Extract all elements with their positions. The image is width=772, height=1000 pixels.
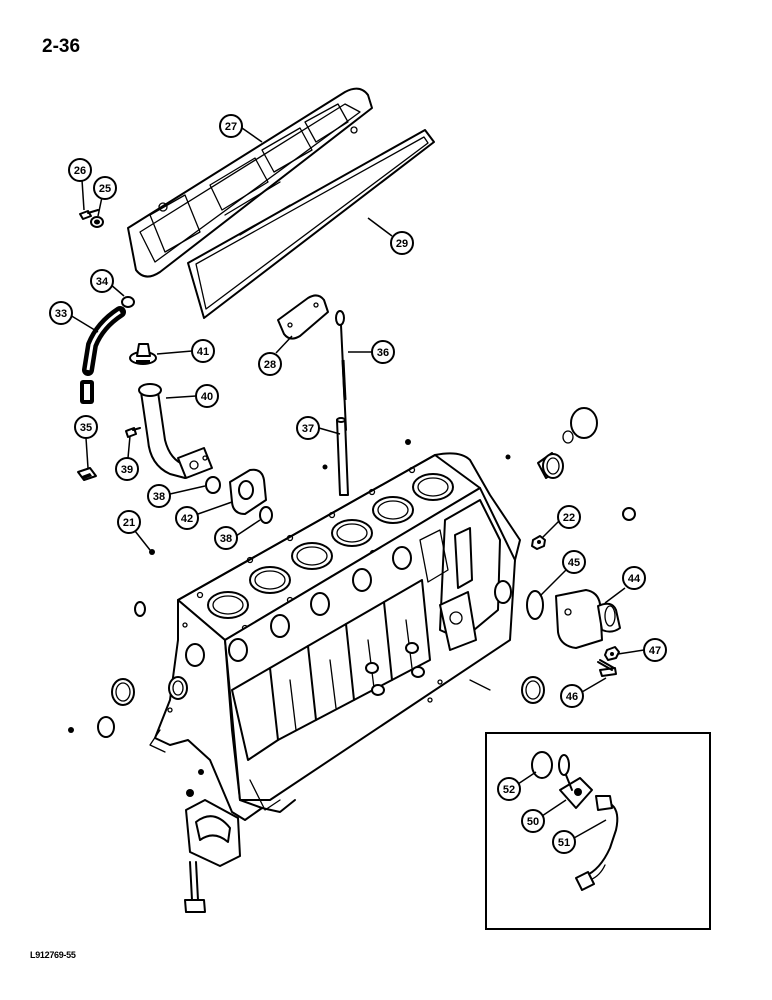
dipstick [335,310,347,431]
callout-35: 35 [74,415,98,439]
plug-set [68,439,511,775]
rear-bushing [521,676,545,704]
svg-text:34: 34 [96,276,109,288]
cylinder-bores [207,473,454,619]
hose-clip [77,467,97,481]
svg-text:28: 28 [264,359,276,371]
o-ring-upper [205,476,221,494]
engine-block [149,452,521,821]
access-cover-plate [277,294,329,340]
cam-bushing-upper [562,407,598,444]
side-plug [134,601,146,617]
svg-text:33: 33 [55,308,67,320]
valve-cover-gasket [187,129,435,319]
callout-25: 25 [93,176,117,200]
tube-bolt [125,427,141,438]
callout-33: 33 [49,301,73,325]
main-bearing-cap [185,789,241,867]
bolt-46 [597,659,617,677]
o-ring-lower [259,506,273,524]
svg-text:42: 42 [181,513,193,525]
callout-46: 46 [560,684,584,708]
svg-text:27: 27 [225,121,237,133]
front-bushing [111,678,135,706]
callout-29: 29 [390,231,414,255]
callout-40: 40 [195,384,219,408]
callout-39: 39 [115,457,139,481]
svg-text:45: 45 [568,557,580,569]
callout-45: 45 [562,550,586,574]
main-bearing-bolt [184,861,206,913]
o-ring-45 [526,590,544,620]
callout-47: 47 [643,638,667,662]
svg-text:40: 40 [201,391,213,403]
welch-plug-right [622,507,636,521]
svg-text:50: 50 [527,816,539,828]
svg-text:51: 51 [558,837,570,849]
callout-26: 26 [68,158,92,182]
dipstick-tube [336,417,349,496]
svg-text:47: 47 [649,645,661,657]
filler-adapter [229,468,267,515]
svg-text:22: 22 [563,512,575,524]
oil-filler-cap [129,343,157,365]
callout-44: 44 [622,566,646,590]
callout-52: 52 [497,777,521,801]
svg-text:38: 38 [153,491,165,503]
callout-22: 22 [557,505,581,529]
svg-text:25: 25 [99,183,111,195]
svg-text:46: 46 [566,691,578,703]
callout-37: 37 [296,416,320,440]
block-heater-inset [485,732,711,930]
callout-51: 51 [552,830,576,854]
callout-21: 21 [117,510,141,534]
svg-text:41: 41 [197,346,209,358]
svg-text:52: 52 [503,784,515,796]
nut-22 [531,535,546,550]
callouts: 27 26 25 29 34 33 41 28 36 [49,114,667,854]
breather-hose [80,306,126,404]
callout-34: 34 [90,269,114,293]
svg-text:35: 35 [80,422,92,434]
callout-28: 28 [258,352,282,376]
svg-text:38: 38 [220,533,232,545]
figure-code: L912769-55 [30,950,76,960]
callout-50: 50 [521,809,545,833]
svg-text:37: 37 [302,423,314,435]
cover-screw [79,209,99,220]
callout-27: 27 [219,114,243,138]
hose-clamp [121,296,135,308]
cam-bushing-mid [537,452,564,479]
water-outlet-housing [555,589,621,649]
svg-text:29: 29 [396,238,408,250]
page-number: 2-36 [42,36,81,57]
svg-text:39: 39 [121,464,133,476]
cover-grommet [90,216,104,228]
callout-38-upper: 38 [147,484,171,508]
svg-text:26: 26 [74,165,86,177]
nut-47 [604,646,620,661]
callout-41: 41 [191,339,215,363]
svg-text:21: 21 [123,517,135,529]
oil-filler-tube [138,383,213,479]
callout-38-lower: 38 [214,526,238,550]
callout-36: 36 [371,340,395,364]
front-plug [97,716,115,738]
valve-cover [127,87,373,278]
svg-text:44: 44 [628,573,641,585]
callout-42: 42 [175,506,199,530]
svg-text:36: 36 [377,347,389,359]
